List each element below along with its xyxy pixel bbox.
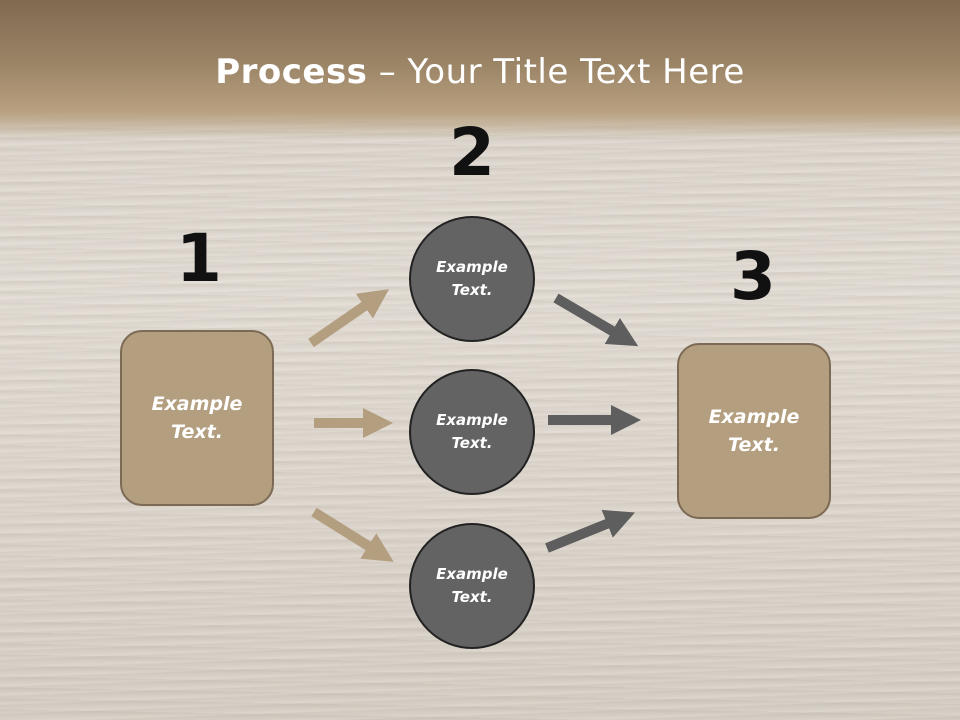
step2-circle-1: Example Text. [409,216,535,342]
step2-circle-3: Example Text. [409,523,535,649]
header-band [0,0,960,140]
step1-box: Example Text. [120,330,274,506]
arrow-circle-3-to-3 [545,509,635,553]
step2-circle-1-text: Example Text. [436,257,508,299]
arrow-1-to-circle-3 [311,507,394,562]
arrow-circle-1-to-3 [553,293,639,347]
step2-circle-3-text: Example Text. [436,564,508,606]
arrow-1-to-circle-1 [308,289,390,348]
step2-circle-2-text: Example Text. [436,410,508,452]
step-number-1: 1 [176,220,222,297]
step1-box-text: Example Text. [151,392,243,444]
step3-box-text: Example Text. [708,405,800,457]
step2-circle-2: Example Text. [409,369,535,495]
title-bold: Process [215,52,368,92]
title-rest: – Your Title Text Here [367,52,745,92]
slide-title: Process – Your Title Text Here [0,52,960,92]
step3-box: Example Text. [677,343,831,519]
step-number-3: 3 [730,238,776,315]
step-number-2: 2 [449,114,495,191]
